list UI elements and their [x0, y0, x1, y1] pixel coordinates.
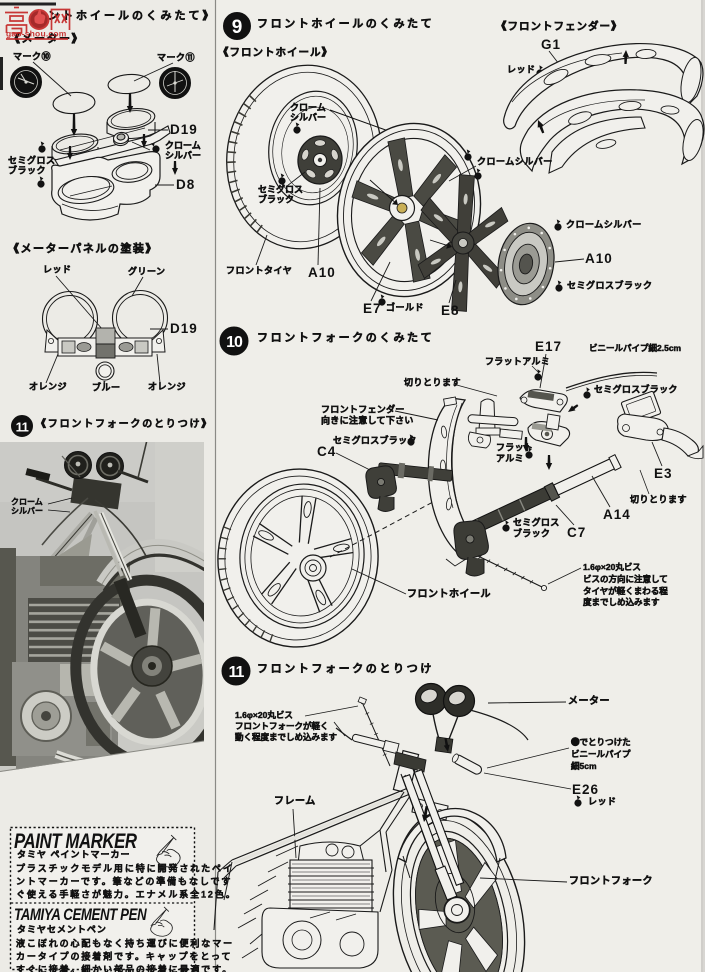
svg-text:1.6φ×20丸ビス: 1.6φ×20丸ビス	[235, 710, 293, 720]
svg-text:《フロントホイール》: 《フロントホイール》	[218, 46, 333, 59]
svg-text:セミグロスブラック: セミグロスブラック	[333, 434, 417, 445]
svg-text:タミヤセメントペン: タミヤセメントペン	[17, 923, 107, 934]
svg-text:クロームシルバー: クロームシルバー	[477, 156, 553, 166]
svg-text:レッド: レッド	[507, 64, 536, 74]
svg-text:ビニールパイプ細2.5cm: ビニールパイプ細2.5cm	[589, 343, 682, 353]
svg-text:E7: E7	[363, 301, 382, 316]
svg-text:カータイプの接着剤です。キャップをとって: カータイプの接着剤です。キャップをとって	[16, 950, 232, 961]
svg-text:セミグロス: セミグロス	[258, 183, 303, 194]
svg-text:フラット: フラット	[496, 442, 533, 452]
svg-text:10: 10	[226, 334, 243, 351]
svg-text:フロントフォークが軽く: フロントフォークが軽く	[235, 721, 329, 731]
svg-text:動く程度までしめ込みます: 動く程度までしめ込みます	[235, 732, 338, 742]
svg-text:TAMIYA CEMENT PEN: TAMIYA CEMENT PEN	[14, 906, 148, 925]
svg-text:C4: C4	[317, 444, 336, 459]
svg-text:マーク⑩: マーク⑩	[13, 50, 51, 61]
svg-text:D19: D19	[170, 321, 198, 336]
svg-text:プラスチックモデル用に特に開発されたペイ: プラスチックモデル用に特に開発されたペイ	[16, 862, 234, 873]
svg-text:A10: A10	[308, 265, 336, 280]
svg-text:E17: E17	[535, 339, 562, 354]
svg-text:フロントフォークのとりつけ: フロントフォークのとりつけ	[257, 662, 434, 675]
svg-text:PAINT MARKER: PAINT MARKER	[14, 830, 137, 853]
svg-text:ブラック: ブラック	[258, 193, 294, 204]
svg-text:アルミ: アルミ	[496, 453, 524, 463]
svg-text:ブラック: ブラック	[513, 527, 550, 538]
svg-text:11: 11	[16, 420, 29, 435]
svg-text:E26: E26	[572, 782, 599, 797]
svg-text:《フロントフォークのとりつけ》: 《フロントフォークのとりつけ》	[36, 417, 213, 430]
svg-text:液こぼれの心配もなく持ち運びに便利なマー: 液こぼれの心配もなく持ち運びに便利なマー	[16, 937, 234, 948]
svg-text:切りとります: 切りとります	[630, 494, 687, 504]
svg-text:向きに注意して下さい: 向きに注意して下さい	[321, 414, 414, 425]
svg-text:レッド: レッド	[588, 796, 617, 806]
svg-text:レッド: レッド	[43, 264, 72, 274]
svg-text:《メーターパネルの塗装》: 《メーターパネルの塗装》	[8, 241, 158, 255]
svg-text:フロントフォーク: フロントフォーク	[569, 875, 653, 887]
svg-text:すぐに接着。細かい部品の接着に最適です。: すぐに接着。細かい部品の接着に最適です。	[16, 963, 233, 972]
svg-text:A14: A14	[603, 507, 631, 522]
svg-text:フロントホイール: フロントホイール	[407, 588, 491, 600]
svg-text:切りとります: 切りとります	[404, 377, 461, 387]
svg-text:ゴールド: ゴールド	[386, 301, 424, 312]
svg-text:オレンジ: オレンジ	[29, 381, 67, 391]
svg-text:セミグロス: セミグロス	[8, 154, 56, 165]
svg-text:D8: D8	[176, 177, 195, 192]
svg-text:タミヤ ペイントマーカー: タミヤ ペイントマーカー	[17, 848, 131, 859]
svg-text:ントマーカーです。筆などの準備もなしです: ントマーカーです。筆などの準備もなしです	[16, 875, 232, 886]
svg-text:E3: E3	[654, 466, 673, 481]
svg-text:11: 11	[229, 664, 245, 681]
svg-text:《フロントフェンダー》: 《フロントフェンダー》	[496, 20, 623, 33]
svg-text:クロームシルバー: クロームシルバー	[566, 219, 642, 229]
svg-text:クローム: クローム	[290, 102, 326, 112]
svg-text:フロントホイールのくみたて: フロントホイールのくみたて	[257, 17, 434, 30]
svg-text:E8: E8	[441, 303, 460, 318]
svg-text:シルバー: シルバー	[165, 150, 201, 160]
svg-text:マーク⑪: マーク⑪	[157, 51, 195, 62]
svg-text:フロントタイヤ: フロントタイヤ	[226, 264, 292, 275]
svg-text:ブルー: ブルー	[92, 381, 121, 392]
svg-text:度までしめ込みます: 度までしめ込みます	[583, 597, 660, 607]
svg-text:ントホイールのくみたて》: ントホイールのくみたて》	[48, 9, 216, 22]
svg-text:セミグロス: セミグロス	[513, 516, 560, 527]
svg-text:D19: D19	[170, 122, 198, 137]
svg-text:ビニールパイプ: ビニールパイプ	[571, 749, 631, 759]
svg-text:細5cm: 細5cm	[571, 761, 597, 771]
svg-text:グリーン: グリーン	[128, 265, 166, 276]
svg-text:フロントフォークのくみたて: フロントフォークのくみたて	[257, 331, 434, 344]
svg-text:C7: C7	[567, 525, 586, 540]
svg-text:クローム: クローム	[165, 140, 201, 150]
svg-text:オレンジ: オレンジ	[148, 381, 186, 391]
svg-text:セミグロスブラック: セミグロスブラック	[594, 383, 678, 394]
svg-text:ビスの方向に注意して: ビスの方向に注意して	[583, 574, 668, 584]
svg-text:ぐ使える手軽さが魅力。エナメル系全12色。: ぐ使える手軽さが魅力。エナメル系全12色。	[16, 888, 237, 899]
svg-text:フレーム: フレーム	[274, 795, 316, 807]
svg-text:G1: G1	[541, 37, 561, 52]
svg-text:❶でとりつけた: ❶でとりつけた	[571, 737, 631, 747]
svg-text:セミグロスブラック: セミグロスブラック	[567, 279, 653, 290]
svg-text:タイヤが軽くまわる程: タイヤが軽くまわる程	[583, 586, 668, 596]
svg-text:フロントフェンダー: フロントフェンダー	[321, 403, 405, 414]
svg-text:クローム: クローム	[11, 497, 43, 507]
svg-text:1.6φ×20丸ビス: 1.6φ×20丸ビス	[583, 562, 641, 572]
svg-text:シルバー: シルバー	[290, 112, 326, 122]
svg-text:シルバー: シルバー	[11, 507, 43, 516]
svg-text:フラットアルミ: フラットアルミ	[485, 356, 550, 366]
svg-text:gao-shou.com: gao-shou.com	[6, 29, 67, 39]
svg-text:A10: A10	[585, 251, 613, 266]
svg-text:9: 9	[232, 17, 243, 38]
svg-text:メーター: メーター	[568, 695, 610, 707]
svg-text:ブラック: ブラック	[8, 164, 46, 175]
